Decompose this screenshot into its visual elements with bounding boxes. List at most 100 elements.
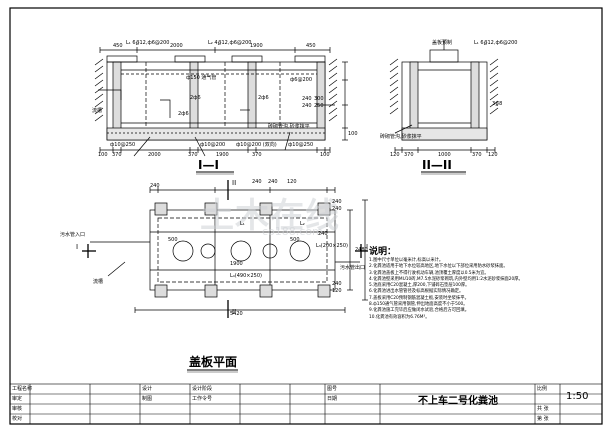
dim-bot-4: 370: [188, 152, 198, 158]
note-item: 3.化粪池盖板上不得行驶机动车辆,池顶覆土厚度以0.5米为宜。: [369, 270, 489, 276]
note-item: 5.池底采用C20混凝土,厚200,下铺碎石垫层100厚。: [369, 283, 470, 289]
dim-bot-1: 100: [98, 152, 108, 158]
dim2-3: 1000: [438, 152, 451, 158]
plan-height-total: 2480: [355, 247, 368, 253]
inlet-label: 污水管入口: [60, 232, 86, 238]
plan-mark-ii-top: II: [232, 179, 237, 187]
dim-top-4: 450: [306, 43, 316, 49]
design-notes: 说明： 1.图中尺寸单位以毫米计,标高以米计。 2.化粪池适用于地下水位较高地区…: [369, 247, 565, 321]
drawing-title: 不上车二号化粪池: [418, 396, 498, 407]
rebar-2phi6-a: 2ф6: [190, 95, 201, 101]
rebar-label-l2: L₂ 4∯12,ф6@200: [208, 40, 252, 46]
tb-cell-0: 工程名称: [12, 386, 33, 392]
cover-plan: [82, 180, 368, 318]
tb-cell-3: 审定: [12, 396, 23, 402]
note-item: 6.化粪池进出水管管径及标高根据实际情况确定。: [369, 289, 464, 295]
dim-top-3: 1900: [250, 43, 263, 49]
dim2-5: 120: [488, 152, 498, 158]
watermark-sub: co188.com: [262, 225, 323, 238]
note-item: 1.图中尺寸单位以毫米计,标高以米计。: [369, 258, 444, 263]
rebar-label-l1: L₁ 6∯12,ф6@200: [126, 40, 170, 46]
plan-dim-2: 240: [252, 179, 262, 185]
plan-mark-i-left: I: [76, 243, 79, 251]
tb-cell-6: 设计: [142, 386, 153, 392]
tb-cell-9: 日期: [327, 396, 338, 402]
bottom-rebar-3: ф10@200 (双向): [236, 142, 277, 148]
notes-heading: 说明：: [369, 247, 397, 257]
plan-width-total: 5420: [230, 311, 243, 317]
tb-cell-12: 第 张: [537, 416, 549, 422]
watermark-text: 土木在线: [200, 196, 340, 236]
plan-side-4: 120: [332, 288, 342, 294]
trench-note: 砖砌管沟,砂浆抹平: [268, 124, 310, 130]
beam-l3: L₃(200×250): [316, 243, 348, 249]
tb-cell-5: 校对: [12, 416, 23, 422]
dim-bot-3: 2000: [148, 152, 161, 158]
dim-right-100: 100: [348, 131, 358, 137]
dim-bot-5: 1900: [216, 152, 229, 158]
rebar-2phi6-b: 2ф6: [258, 95, 269, 101]
tb-cell-1: 设计阶段: [192, 386, 213, 392]
section-2-2: [389, 40, 499, 153]
rebar-label-2: L₁ 6∯12,ф6@200: [474, 40, 518, 46]
plan-title: 盖板平面: [189, 355, 238, 369]
dim-top-1: 450: [113, 43, 123, 49]
dim-bot-7: 100: [320, 152, 330, 158]
tb-cell-8: 图号: [327, 386, 338, 392]
dim-right-300: 300: [314, 96, 324, 102]
note-item: 9.化粪池施工完毕后应做闭水试验,合格后方可回填。: [369, 308, 469, 314]
plan-side-1: 240: [332, 199, 342, 205]
title-block: [9, 383, 603, 425]
trench-note-2: 砖砌管沟,砂浆抹平: [380, 134, 422, 140]
plan-mark-ii-bottom: II: [232, 308, 237, 316]
dim-right-240a: 240: [302, 96, 312, 102]
tb-cell-7: 制图: [142, 396, 153, 402]
plan-dim-5: 500: [168, 237, 178, 243]
rebar-phi6-200: ф6@200: [290, 77, 312, 83]
note-item: 7.盖板采用C20预制钢筋混凝土板,安装时坐浆抹平。: [369, 295, 469, 301]
plan-dim-8: 240: [318, 231, 328, 237]
plan-side-3: 240: [332, 281, 342, 287]
rebar-3phi8: 3∯8: [492, 101, 503, 107]
tb-cell-4: 审核: [12, 406, 23, 412]
drawing-scale: 1:50: [566, 391, 589, 402]
note-item: 8.ф150通气管采用钢管,伸出地面高度不小于500。: [369, 302, 468, 308]
plan-mark-i-right: I: [366, 243, 369, 251]
vent-pipe-label: ф150 通气管: [186, 75, 217, 81]
dim-bot-2: 370: [112, 152, 122, 158]
plan-channel-label: 流槽: [93, 279, 104, 285]
dim-top-2: 2000: [170, 43, 183, 49]
beam-l1: L₁: [240, 221, 245, 227]
plan-dim-1: 240: [150, 183, 160, 189]
tb-cell-2: 比例: [537, 386, 548, 392]
channel-label: 流槽: [92, 108, 103, 114]
tb-cell-10: 工作令号: [192, 396, 213, 402]
section-1-1-title: I—I: [198, 158, 219, 172]
section-2-2-title: II—II: [422, 158, 452, 172]
tb-cell-11: 共 张: [537, 406, 549, 412]
dim2-2: 370: [404, 152, 414, 158]
dim-bot-6: 370: [252, 152, 262, 158]
note-item: 4.化粪池壁采用MU10砖,M7.5水泥砂浆砌筑,内外壁均用1:2水泥砂浆抹面2…: [369, 276, 523, 282]
plan-dim-7: 500: [290, 237, 300, 243]
bottom-rebar-2: ф10@200: [200, 142, 226, 148]
dim-right-250: 250: [314, 103, 324, 109]
plan-side-2: 240: [332, 206, 342, 212]
plan-dim-4: 120: [287, 179, 297, 185]
rebar-2phi6-c: 2ф6: [178, 111, 189, 117]
dim-right-240b: 240: [302, 103, 312, 109]
bottom-rebar-1: ф10@250: [110, 142, 136, 148]
beam-l2: L₂: [300, 221, 305, 227]
note-item: 10.化粪池有效容积为6.76M³。: [369, 314, 430, 320]
note-item: 2.化粪池适用于地下水位较高地区,地下水位以下部位采用防水砂浆抹面。: [369, 264, 508, 270]
bottom-rebar-4: ф10@250: [288, 142, 314, 148]
dim2-4: 370: [472, 152, 482, 158]
section-1-1: [94, 47, 348, 157]
beam-l4: L₄(490×250): [230, 273, 262, 279]
plan-dim-6: 1900: [230, 261, 243, 267]
outlet-label: 污水管出口: [340, 265, 366, 271]
dim2-1: 120: [390, 152, 400, 158]
plan-dim-3: 240: [268, 179, 278, 185]
